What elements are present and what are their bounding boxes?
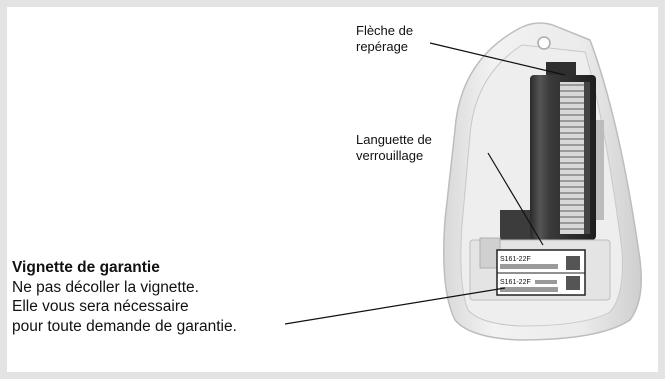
- callout-tab-line-2: verrouillage: [356, 148, 424, 163]
- callout-arrow-line-1: Flèche de: [356, 23, 414, 38]
- hanging-hole: [537, 36, 551, 50]
- sticker-code-2: S161-22F: [500, 279, 531, 286]
- warranty-line-2: Elle vous sera nécessaire: [12, 298, 189, 315]
- leader-locking-tab: [487, 152, 544, 246]
- leader-warranty-sticker: [284, 287, 506, 325]
- warranty-note: Vignette de garantie Ne pas décoller la …: [12, 258, 237, 336]
- warranty-line-3: pour toute demande de garantie.: [12, 317, 237, 335]
- leader-arrow-mark: [429, 42, 566, 76]
- warranty-line-1: Ne pas décoller la vignette.: [12, 278, 199, 296]
- sticker-code-1: S161-22F: [500, 256, 531, 263]
- callout-arrow-mark: Flèche de repérage: [356, 23, 413, 55]
- callout-locking-tab: Languette de verrouillage: [356, 132, 432, 164]
- callout-tab-line-1: Languette de: [356, 132, 432, 147]
- warranty-sticker: S161-22F S161-22F: [496, 249, 586, 296]
- callout-arrow-line-2: repérage: [356, 39, 409, 54]
- warranty-title: Vignette de garantie: [12, 259, 160, 276]
